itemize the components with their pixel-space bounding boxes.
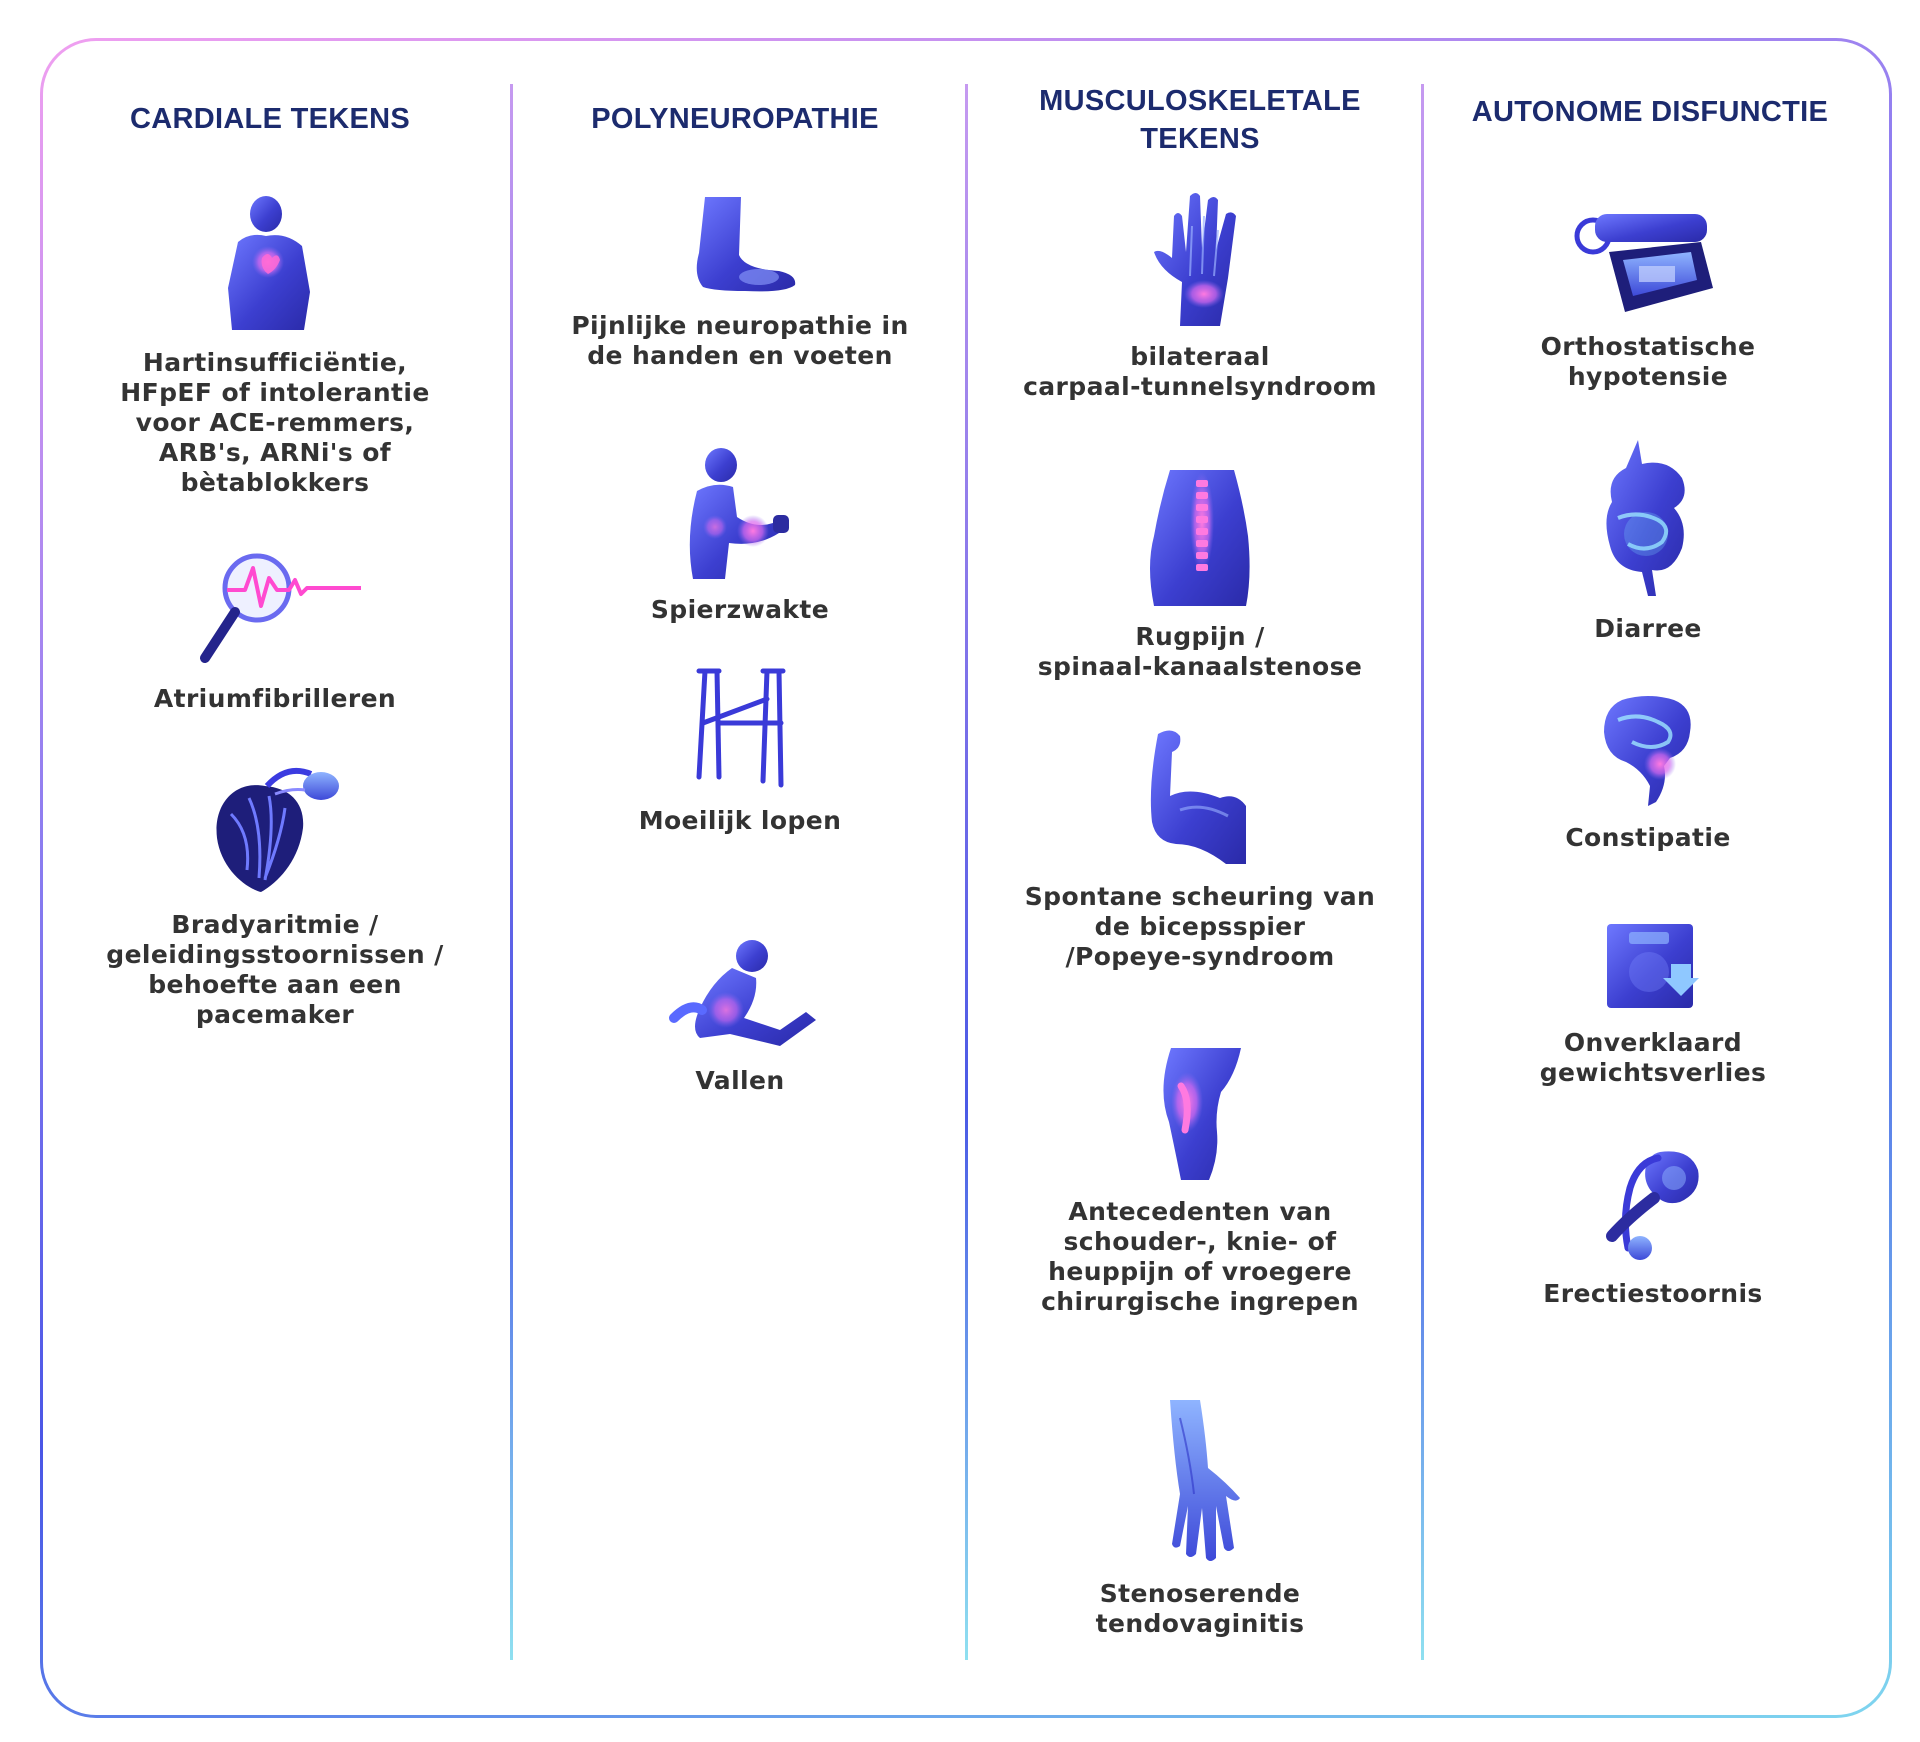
symptom-label: Bradyaritmie / geleidingsstoornissen / b…	[106, 910, 444, 1029]
column-divider-3	[1421, 84, 1424, 1660]
foot-icon	[696, 197, 796, 292]
symptom-label: Orthostatische hypotensie	[1540, 332, 1756, 391]
symptom-label: Antecedenten van schouder-, knie- of heu…	[1041, 1197, 1359, 1316]
walker-icon	[696, 668, 786, 788]
knee-icon	[1163, 1048, 1241, 1180]
symptom-heart-failure: Hartinsufficiëntie, HFpEF of intoleranti…	[85, 192, 465, 498]
symptom-label: Onverklaard gewichtsverlies	[1539, 1028, 1767, 1087]
urogenital-icon	[1606, 1151, 1699, 1260]
symptom-label: Erectiestoornis	[1543, 1279, 1763, 1308]
symptom-label: Constipatie	[1565, 823, 1731, 852]
column-title-cardiac: CARDIALE TEKENS	[129, 103, 410, 135]
symptom-label: Hartinsufficiëntie, HFpEF of intoleranti…	[120, 348, 430, 497]
symptom-label: Rugpijn / spinaal-kanaalstenose	[1037, 622, 1363, 681]
stomach-icon	[1606, 440, 1685, 596]
weak-arm-icon	[689, 448, 789, 579]
symptom-label: Atriumfibrilleren	[153, 684, 397, 713]
symptom-label: Spontane scheuring van de bicepsspier /P…	[1024, 882, 1376, 971]
symptom-constipation: Constipatie	[1458, 692, 1838, 853]
symptom-falls: Vallen	[550, 938, 930, 1096]
symptom-diarrhea: Diarree	[1458, 438, 1838, 644]
symptom-bradyarrhythmia: Bradyaritmie / geleidingsstoornissen / b…	[85, 764, 465, 1030]
symptom-label: Moeilijk lopen	[638, 806, 842, 835]
symptom-joint-pain: Antecedenten van schouder-, knie- of heu…	[1010, 1046, 1390, 1317]
column-title-polyneuropathy: POLYNEUROPATHIE	[591, 103, 879, 135]
spine-back-icon	[1150, 470, 1250, 606]
trigger-finger-icon	[1170, 1400, 1240, 1561]
symptom-label: Pijnlijke neuropathie in de handen en vo…	[571, 311, 909, 370]
symptom-muscle-weakness: Spierzwakte	[550, 447, 930, 625]
symptom-difficulty-walking: Moeilijk lopen	[550, 665, 930, 836]
hand-icon	[1154, 193, 1236, 326]
column-title-musculoskeletal: MUSCULOSKELETALE TEKENS	[1039, 85, 1361, 155]
biceps-icon	[1150, 730, 1246, 864]
symptom-weight-loss: Onverklaard gewichtsverlies	[1463, 920, 1843, 1088]
heart-torso-icon	[228, 196, 310, 330]
scale-down-icon	[1607, 924, 1699, 1008]
symptom-painful-neuropathy: Pijnlijke neuropathie in de handen en vo…	[550, 195, 930, 371]
symptom-erectile-dysfunction: Erectiestoornis	[1463, 1148, 1843, 1309]
symptom-orthostatic-hypotension: Orthostatische hypotensie	[1458, 206, 1838, 392]
symptom-label: Stenoserende tendovaginitis	[1095, 1579, 1305, 1638]
symptom-atrial-fibrillation: Atriumfibrilleren	[85, 548, 465, 714]
symptom-label: Spierzwakte	[650, 595, 830, 624]
blood-pressure-monitor-icon	[1574, 214, 1713, 312]
symptom-trigger-finger: Stenoserende tendovaginitis	[1010, 1398, 1390, 1639]
symptom-carpal-tunnel: bilateraal carpaal-tunnelsyndroom	[1010, 186, 1390, 402]
magnifier-ecg-icon	[200, 553, 361, 663]
symptom-biceps-rupture: Spontane scheuring van de bicepsspier /P…	[1010, 726, 1390, 972]
column-divider-2	[965, 84, 968, 1660]
symptom-label: bilateraal carpaal-tunnelsyndroom	[1023, 342, 1377, 401]
symptom-label: Diarree	[1594, 614, 1702, 643]
heart-pacemaker-icon	[216, 768, 339, 892]
intestine-icon	[1604, 696, 1691, 806]
fallen-person-icon	[669, 940, 816, 1046]
column-divider-1	[510, 84, 513, 1660]
symptom-back-pain: Rugpijn / spinaal-kanaalstenose	[1010, 466, 1390, 682]
symptom-label: Vallen	[695, 1066, 785, 1095]
column-title-autonomic: AUTONOME DISFUNCTIE	[1471, 96, 1829, 128]
